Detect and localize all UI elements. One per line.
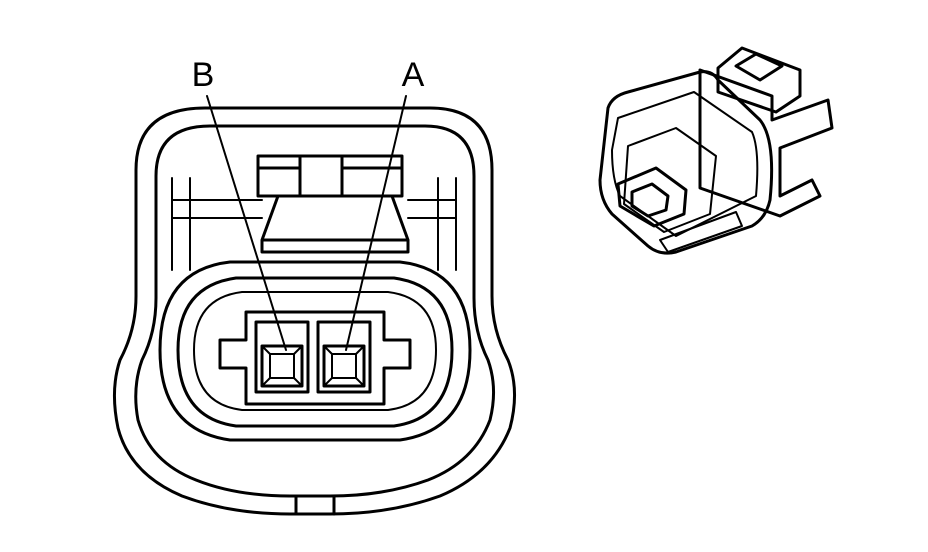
connector-face-view: B A xyxy=(112,56,517,516)
terminal-label-a: A xyxy=(402,56,425,94)
seal-ring-inner-2 xyxy=(193,291,437,411)
iso-terminal-insert xyxy=(616,166,688,228)
terminal-cavity-b xyxy=(254,320,310,394)
iso-front-shell xyxy=(598,70,774,255)
inner-housing xyxy=(134,124,495,498)
iso-rear-latch xyxy=(716,46,802,114)
terminal-label-b: B xyxy=(192,56,215,94)
iso-cavity xyxy=(623,127,717,233)
iso-bottom-rail xyxy=(659,211,743,253)
terminal-cavity-a xyxy=(316,320,372,394)
upper-latch xyxy=(256,154,404,198)
seal-ring-outer xyxy=(158,260,472,442)
leader-line-b xyxy=(206,95,287,351)
seal-ring-inner xyxy=(176,276,454,428)
leader-line-a xyxy=(345,95,407,351)
iso-front-shell-inner xyxy=(611,91,759,237)
outer-housing xyxy=(112,106,517,516)
terminal-block xyxy=(218,310,412,406)
side-rails xyxy=(171,177,457,271)
connector-isometric-view xyxy=(598,46,834,255)
bottom-key xyxy=(294,494,336,516)
latch-ramp xyxy=(260,194,410,254)
